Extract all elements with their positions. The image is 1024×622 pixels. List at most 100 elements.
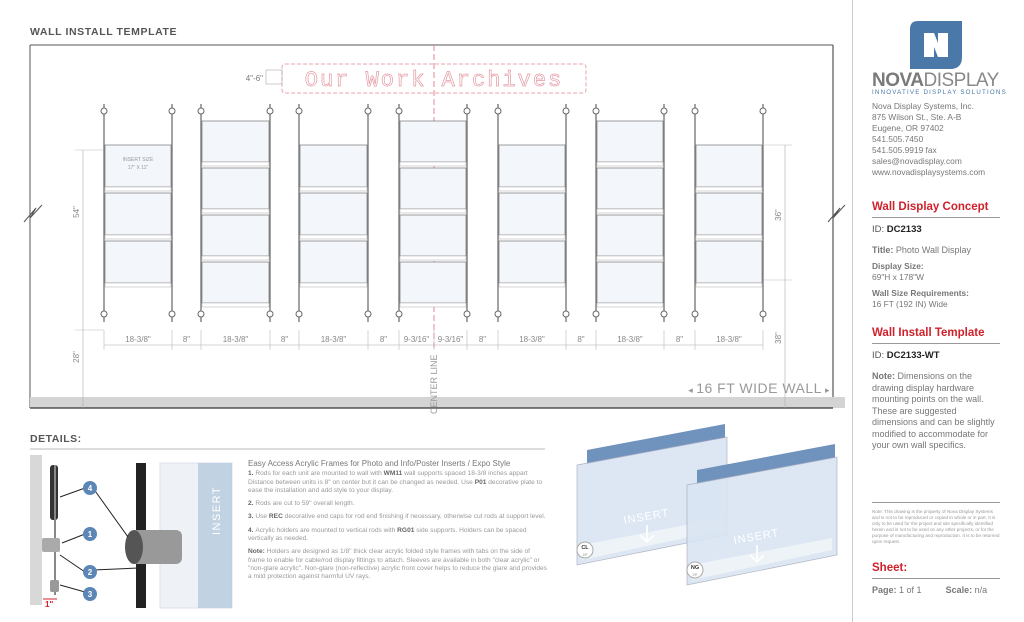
acrylic-panel <box>299 192 368 236</box>
display-unit <box>592 104 668 322</box>
dimension-label: 8" <box>479 335 486 344</box>
callout-number: 1 <box>88 530 93 539</box>
dimension-label: 8" <box>577 335 584 344</box>
callout-number: 3 <box>88 590 93 599</box>
wall-width-label: 16 FT WIDE WALL <box>696 380 822 396</box>
page-title: WALL INSTALL TEMPLATE <box>30 26 178 38</box>
acrylic-panel <box>695 192 763 236</box>
display-unit <box>295 104 372 322</box>
callout-number: 2 <box>88 568 93 577</box>
acrylic-panel <box>596 167 664 210</box>
dimension-label: 8" <box>380 335 387 344</box>
dimension-label: 8" <box>281 335 288 344</box>
details-title: DETAILS: <box>30 433 545 450</box>
callout-badge <box>83 565 97 579</box>
wall-support-icon <box>395 107 403 115</box>
dimension-label: 18-3/8" <box>223 335 249 344</box>
dimension-label: 18-3/8" <box>321 335 347 344</box>
template-note: Note: Dimensions on the drawing display … <box>872 371 995 450</box>
wall-size-value: 16 FT (192 IN) Wide <box>872 299 948 309</box>
dimension-label: 8" <box>676 335 683 344</box>
display-unit <box>494 104 570 322</box>
address-line: 875 Wilson St., Ste. A-B <box>872 112 962 122</box>
left-height-label: 54" <box>72 206 81 218</box>
panel-divider <box>852 0 853 622</box>
wall-support-icon <box>364 107 372 115</box>
address-line: Eugene, OR 97402 <box>872 123 944 133</box>
callout-badge <box>83 481 97 495</box>
acrylic-panel <box>695 240 763 284</box>
acrylic-panel <box>201 167 270 210</box>
callout-badge <box>83 527 97 541</box>
break-mark-right <box>827 204 846 223</box>
frame-badge: CL <box>581 545 589 551</box>
arrow-down-icon <box>639 525 655 544</box>
frame-badge-thickness: 1/8" <box>582 553 587 557</box>
nova-logo-icon <box>910 21 962 69</box>
acrylic-panel <box>596 120 664 163</box>
dimension-label: 9-3/16" <box>438 335 464 344</box>
display-unit <box>395 104 471 322</box>
wall-support-icon <box>494 310 502 318</box>
acrylic-panel <box>695 144 763 188</box>
detail-item: 3. Use REC decorative end caps for rod e… <box>248 513 546 521</box>
detail-item: 4. Acrylic holders are mounted to vertic… <box>248 526 527 543</box>
detail-item: 1. Rods for each unit are mounted to wal… <box>248 470 543 494</box>
acrylic-panel <box>596 214 664 257</box>
wall-support-icon <box>660 107 668 115</box>
legal-note: Note: This drawing is the property of No… <box>872 509 1000 544</box>
wall-support-icon <box>197 107 205 115</box>
wall-support-icon <box>197 310 205 318</box>
wall-support-icon <box>562 107 570 115</box>
wall-support-icon <box>266 107 274 115</box>
template-id: ID: DC2133-WT <box>872 350 940 361</box>
address-line: 541.505.9919 fax <box>872 145 937 155</box>
display-size-label: Display Size: <box>872 261 924 271</box>
address-line: 541.505.7450 <box>872 134 924 144</box>
acrylic-panel <box>299 240 368 284</box>
company-address: Nova Display Systems, Inc.875 Wilson St.… <box>872 101 1000 178</box>
sign-text: Our Work Archives <box>305 68 563 93</box>
dimension-label: 18-3/8" <box>716 335 742 344</box>
details-note: Note: Holders are designed as 1/8" thick… <box>248 548 547 581</box>
wall-support-icon <box>463 107 471 115</box>
wall-support-icon <box>494 107 502 115</box>
wall-support-icon <box>759 107 767 115</box>
sheet-heading: Sheet: <box>872 562 1000 579</box>
address-line: www.novadisplaysystems.com <box>872 167 986 177</box>
wall-size-label: Wall Size Requirements: <box>872 288 969 298</box>
wall-support-icon <box>592 107 600 115</box>
sign-offset-label: 4"-6" <box>246 74 263 83</box>
insert-size-value: 17" X 11" <box>128 165 149 171</box>
wall-support-icon <box>759 310 767 318</box>
wall-support-icon <box>100 310 108 318</box>
break-mark-left <box>23 204 43 223</box>
frame-badge-thickness: 1/8" <box>692 573 697 577</box>
floor-height-label: 28" <box>72 351 81 363</box>
wall-support-icon <box>562 310 570 318</box>
dimension-label: 18-3/8" <box>519 335 545 344</box>
address-line: sales@novadisplay.com <box>872 156 962 166</box>
display-unit <box>691 104 767 322</box>
acrylic-panel <box>201 120 270 163</box>
concept-heading: Wall Display Concept <box>872 201 1000 218</box>
logo-tagline: INNOVATIVE DISPLAY SOLUTIONS <box>872 89 1007 96</box>
wall-support-icon <box>364 310 372 318</box>
acrylic-panel <box>299 144 368 188</box>
wall-support-icon <box>592 310 600 318</box>
dimension-label: 18-3/8" <box>125 335 151 344</box>
wall-support-icon <box>295 107 303 115</box>
details-heading: Easy Access Acrylic Frames for Photo and… <box>248 459 511 468</box>
acrylic-panel <box>498 240 566 284</box>
wall-support-icon <box>100 107 108 115</box>
dimension-label: 18-3/8" <box>617 335 643 344</box>
acrylic-panel <box>596 261 664 304</box>
wall-support-icon <box>295 310 303 318</box>
display-unit <box>197 104 274 322</box>
wall-support-icon <box>395 310 403 318</box>
offset-label: 1" <box>45 600 53 609</box>
